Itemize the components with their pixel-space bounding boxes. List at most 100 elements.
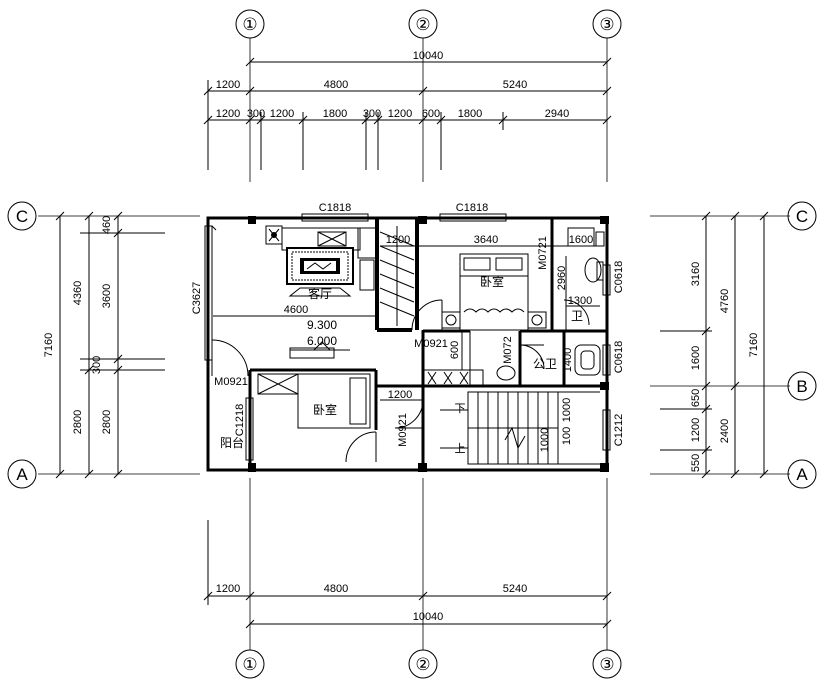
elevation-9300: 9.300 — [307, 318, 337, 332]
right-dimensions: 3160 1600 650 1200 550 4760 2400 7160 — [660, 211, 769, 479]
door-m0721-toilet: M0721 — [537, 236, 590, 326]
dim-right-outer-0: 7160 — [748, 333, 760, 357]
dim-top-r2-7: 1800 — [458, 108, 482, 120]
door-m0921-bedroom-w: M0921 — [345, 399, 424, 463]
dim-top-r2-8: 2940 — [545, 108, 569, 120]
window-c3627: C3627 — [191, 225, 217, 361]
svg-text:①: ① — [242, 15, 257, 34]
axis-bubble-a-left: A — [7, 459, 37, 489]
window-c1212: C1212 — [602, 409, 625, 451]
wardrobe-hatch — [379, 226, 415, 326]
interior-walls — [248, 218, 607, 470]
left-dimensions: 7160 4360 2800 460 3600 300 2800 — [43, 211, 165, 479]
room-balcony: 阳台 — [220, 435, 244, 450]
stair-dim-1: 100 — [561, 427, 573, 445]
svg-text:②: ② — [415, 655, 430, 674]
svg-text:M0921: M0921 — [414, 338, 448, 350]
svg-text:A: A — [16, 465, 28, 484]
dim-top-r1-1: 4800 — [324, 79, 348, 91]
axis-bubble-2-top: ② — [408, 9, 438, 39]
svg-text:①: ① — [242, 655, 257, 674]
svg-text:C3627: C3627 — [191, 282, 203, 314]
dim-top-r2-5: 1200 — [388, 108, 412, 120]
stair-dim-2: 1000 — [539, 428, 551, 452]
bottom-dimensions: 1200 4800 5240 10040 — [203, 520, 612, 629]
dim-top-r2-4: 300 — [363, 108, 381, 120]
svg-text:③: ③ — [599, 15, 614, 34]
svg-text:M0921: M0921 — [397, 413, 409, 447]
axis-bubble-2-bottom: ② — [408, 649, 438, 679]
svg-text:C0618: C0618 — [613, 261, 625, 293]
room-living: 客厅 — [308, 286, 332, 301]
dim-top-overall: 10040 — [413, 50, 444, 62]
svg-text:C1818: C1818 — [456, 202, 488, 214]
dim-right-inner-4: 550 — [690, 454, 702, 472]
svg-text:③: ③ — [599, 655, 614, 674]
dim-1200-mid: 1200 — [388, 389, 412, 401]
svg-text:C: C — [16, 207, 28, 226]
dim-1300: 1300 — [568, 295, 592, 307]
dim-1600: 1600 — [569, 234, 593, 246]
svg-text:C1212: C1212 — [613, 414, 625, 446]
svg-text:M0721: M0721 — [537, 236, 549, 270]
hall-cabinet — [422, 369, 484, 387]
window-c0618-a: C0618 — [602, 261, 625, 296]
stair-dim-0: 1000 — [561, 398, 573, 422]
bed-ne — [441, 253, 547, 331]
room-bedroom-w: 卧室 — [313, 402, 337, 417]
dim-left-outer-0: 4360 — [72, 281, 84, 305]
dim-1400: 1400 — [562, 348, 574, 372]
axis-bubble-3-top: ③ — [592, 9, 622, 39]
dim-right-inner-0: 3160 — [690, 262, 702, 286]
toilet-fixtures-public — [496, 344, 601, 381]
svg-text:M072: M072 — [502, 336, 514, 364]
top-dimensions: 10040 1200 4800 5240 1200 300 1200 1800 … — [203, 50, 612, 170]
dim-bottom-r1-1: 4800 — [324, 583, 348, 595]
svg-text:C1218: C1218 — [234, 404, 246, 436]
svg-text:②: ② — [415, 15, 430, 34]
dim-left-inner-2: 300 — [91, 356, 103, 374]
room-toilet-n: 卫 — [571, 309, 583, 323]
window-c1818-a: C1818 — [301, 202, 369, 222]
dim-1200-top: 1200 — [386, 234, 410, 246]
axis-bubble-b-right: B — [787, 371, 817, 401]
dim-4600: 4600 — [284, 304, 308, 316]
room-bedroom-ne: 卧室 — [480, 274, 504, 289]
dim-3640: 3640 — [474, 234, 498, 246]
stair-down-label: 下 — [455, 403, 466, 415]
dim-right-inner-1: 1600 — [690, 346, 702, 370]
dim-right-inner-3: 1200 — [690, 418, 702, 442]
dim-top-r2-0: 1200 — [216, 108, 240, 120]
room-toilet-public: 公卫 — [533, 357, 557, 371]
dim-top-r1-0: 1200 — [216, 79, 240, 91]
window-c0618-b: C0618 — [602, 341, 625, 376]
dim-2960: 2960 — [556, 266, 568, 290]
dim-left-inner-1: 3600 — [101, 284, 113, 308]
window-c1818-b: C1818 — [439, 202, 507, 222]
dim-bottom-r1-2: 5240 — [503, 583, 527, 595]
dim-top-r2-2: 1200 — [270, 108, 294, 120]
dim-left-overall: 7160 — [43, 333, 55, 357]
living-room-sofa-set — [265, 225, 377, 297]
dim-top-r2-6: 600 — [422, 108, 440, 120]
dim-600: 600 — [449, 341, 461, 359]
dim-top-r2-3: 1800 — [323, 108, 347, 120]
axis-bubble-1-top: ① — [235, 9, 265, 39]
dim-right-mid-1: 2400 — [719, 419, 731, 443]
dim-top-r1-2: 5240 — [503, 79, 527, 91]
axis-bubble-1-bottom: ① — [235, 649, 265, 679]
door-m0921-balcony: M0921 — [211, 339, 249, 388]
svg-text:M0921: M0921 — [214, 376, 248, 388]
interior-notes: 4600 9.300 6.000 1200 3640 1600 2960 130… — [213, 234, 600, 401]
stair: 下 上 1000 100 1000 — [440, 391, 600, 465]
axis-bubble-c-left: C — [7, 201, 37, 231]
dim-right-mid-0: 4760 — [719, 289, 731, 313]
dim-bottom-overall: 10040 — [413, 611, 444, 623]
dim-right-inner-2: 650 — [690, 389, 702, 407]
axis-bubble-c-right: C — [787, 201, 817, 231]
dim-left-inner-3: 2800 — [101, 410, 113, 434]
dim-left-outer-1: 2800 — [72, 410, 84, 434]
axis-bubble-a-right: A — [787, 459, 817, 489]
axis-bubble-3-bottom: ③ — [592, 649, 622, 679]
